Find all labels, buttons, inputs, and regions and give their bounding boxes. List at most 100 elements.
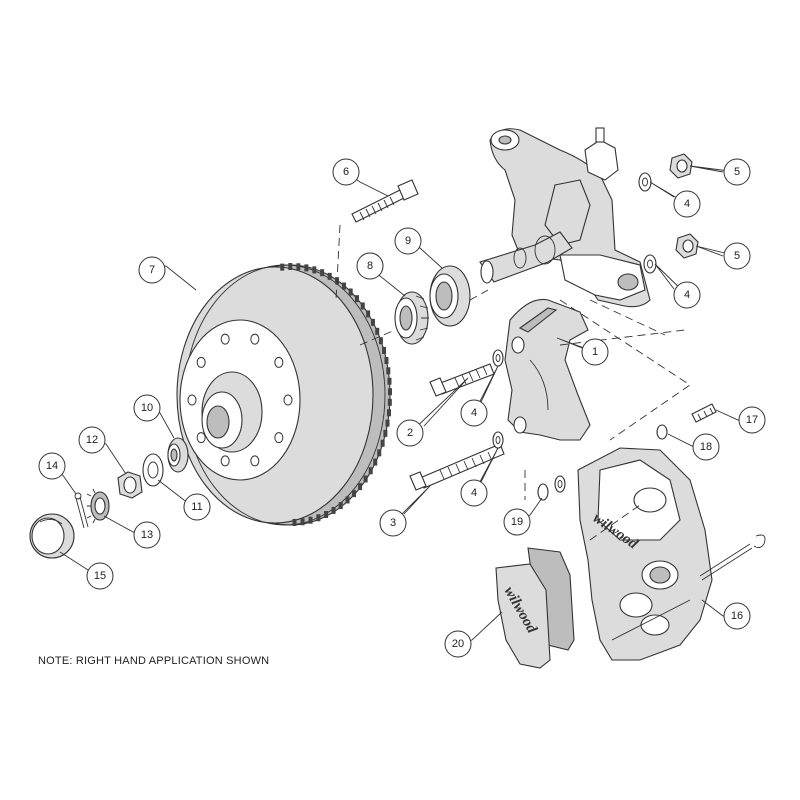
caliper-small-washers <box>537 424 668 501</box>
rotor-vent-slot <box>358 483 363 491</box>
rotor-vent-slot <box>338 502 343 510</box>
rotor-vent-slot <box>387 377 392 385</box>
rotor-vent-slot <box>370 318 375 326</box>
thrust-washer <box>142 453 164 487</box>
callout-bubble-c13 <box>133 521 161 549</box>
callout-number-c20: 20 <box>452 638 464 650</box>
rotor-vent-slot <box>352 490 357 498</box>
callout-number-c5a: 5 <box>734 166 740 178</box>
rotor-bolt-hole <box>250 455 260 467</box>
rotor-vent-slot <box>378 337 383 345</box>
callout-bubble-c4c <box>460 399 488 427</box>
callout-number-c19: 19 <box>511 516 523 528</box>
rotor-vent-slot <box>304 264 309 272</box>
rotor-vent-slot <box>320 269 325 277</box>
callout-number-c4a: 4 <box>684 198 690 210</box>
callout-leader-c5a <box>689 165 738 173</box>
callout-bubble-c9 <box>394 227 422 255</box>
spindle-assembly <box>479 127 651 308</box>
rotor-vent-slot <box>342 282 347 290</box>
outer-bearing <box>167 437 189 473</box>
application-note: NOTE: RIGHT HAND APPLICATION SHOWN <box>38 655 270 667</box>
rotor-bolt-hole <box>274 432 284 444</box>
callout-number-c18: 18 <box>700 441 712 453</box>
nut-retainer <box>86 488 110 524</box>
rotor-vent-slot <box>387 398 392 406</box>
callout-leader-c5b <box>695 245 738 257</box>
brake-pads: wilwood <box>495 547 575 669</box>
callout-bubble-c17 <box>738 406 766 434</box>
callout-bubble-c5a <box>723 158 751 186</box>
rotor-vent-slot <box>348 288 353 296</box>
callout-bubble-c3 <box>379 509 407 537</box>
rotor-bolt-hole <box>220 455 230 467</box>
rotor-bolt-hole <box>220 333 230 345</box>
callout-number-c2: 2 <box>407 427 413 439</box>
rotor-vent-slot <box>331 506 336 514</box>
callout-bubble-c6 <box>332 158 360 186</box>
rotor-bolt-hole <box>196 432 206 444</box>
rotor-vent-slot <box>345 496 350 504</box>
rotor-vent-slot <box>316 514 321 522</box>
callout-number-c12: 12 <box>86 434 98 446</box>
inner-bearing <box>394 291 429 345</box>
callout-leader-c4c <box>473 365 499 414</box>
cotter-pin <box>74 492 89 529</box>
callout-number-c8: 8 <box>367 260 373 272</box>
callout-bubble-c8 <box>356 252 384 280</box>
dust-cap <box>29 513 75 559</box>
callout-number-c15: 15 <box>94 570 106 582</box>
callout-bubble-c4a <box>673 190 701 218</box>
rotor-vent-slot <box>382 346 387 354</box>
caliper-bolt <box>691 403 717 423</box>
callout-leader-c3 <box>392 485 431 524</box>
callout-number-c11: 11 <box>191 501 202 513</box>
callout-number-c9: 9 <box>405 235 411 247</box>
rotor-vent-slot <box>327 272 332 280</box>
rotor-vent-slot <box>377 449 382 457</box>
callout-leader-c2 <box>409 377 469 434</box>
callout-number-c4c: 4 <box>471 407 477 419</box>
rotor-vent-slot <box>308 516 313 524</box>
callout-number-c4d: 4 <box>471 487 477 499</box>
callout-bubble-c5b <box>723 242 751 270</box>
rotor-vent-slot <box>375 327 380 335</box>
upper-bolt <box>351 179 419 223</box>
rotor-vent-slot <box>288 263 293 271</box>
callout-bubble-c4d <box>460 479 488 507</box>
callout-bubble-c20 <box>444 630 472 658</box>
callout-bubble-c14 <box>38 452 66 480</box>
rotor-vent-slot <box>383 429 388 437</box>
rotor-vent-slot <box>386 409 391 417</box>
rotor-vent-slot <box>300 518 305 526</box>
callout-leader-c4b <box>654 263 688 296</box>
callout-number-c10: 10 <box>141 402 153 414</box>
callout-number-c13: 13 <box>141 529 153 541</box>
callout-bubble-c19 <box>503 508 531 536</box>
rotor-vent-slot <box>280 263 285 271</box>
callout-number-c17: 17 <box>746 414 758 426</box>
rotor-vent-slot <box>360 302 365 310</box>
rotor-vent-slot <box>368 467 373 475</box>
rotor-vent-slot <box>363 475 368 483</box>
rotor-vent-slot <box>385 419 390 427</box>
callout-number-c7: 7 <box>149 264 155 276</box>
callout-leader-c4a <box>649 181 688 205</box>
rotor-bolt-hole <box>274 356 284 368</box>
rotor-bolt-hole <box>196 356 206 368</box>
rotor-vent-slot <box>386 367 391 375</box>
rotor-vent-slot <box>380 439 385 447</box>
callout-bubble-c4b <box>673 281 701 309</box>
callout-number-c3: 3 <box>390 517 396 529</box>
callout-number-c16: 16 <box>731 610 743 622</box>
spindle-nut <box>117 471 143 499</box>
rotor-bolt-hole <box>250 333 260 345</box>
callout-bubble-c7 <box>138 256 166 284</box>
callout-number-c1: 1 <box>592 346 598 358</box>
rotor-vent-slot <box>324 511 329 519</box>
callout-bubble-c1 <box>581 338 609 366</box>
spindle-fasteners <box>638 153 699 274</box>
bracket-bolt-long <box>409 443 505 491</box>
